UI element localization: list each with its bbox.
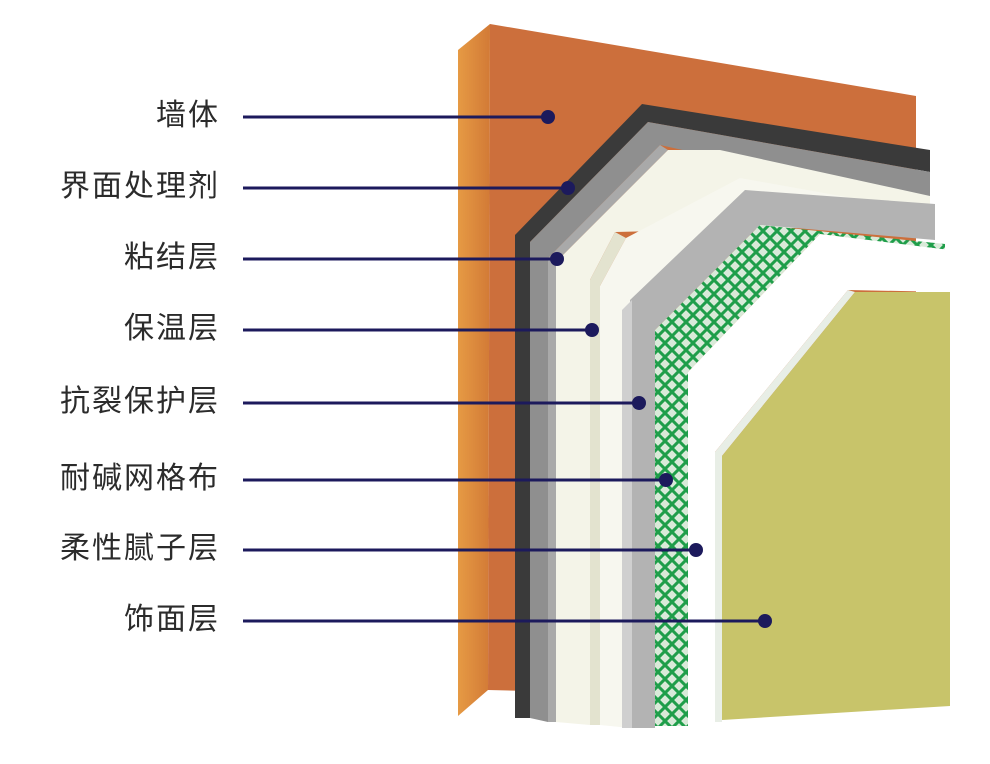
label-flexible-putty: 柔性腻子层: [60, 531, 220, 566]
label-crack-resistant: 抗裂保护层: [60, 384, 220, 419]
label-interface-agent: 界面处理剂: [60, 169, 220, 204]
leader-lines: [243, 110, 772, 628]
label-alkali-mesh: 耐碱网格布: [60, 461, 220, 496]
leader-dot-crack-resistant: [632, 396, 646, 410]
leader-dot-interface-agent: [561, 181, 575, 195]
leader-dot-wall: [541, 110, 555, 124]
leader-dot-bonding: [550, 252, 564, 266]
leader-dot-insulation: [585, 323, 599, 337]
label-bonding: 粘结层: [124, 240, 220, 275]
label-wall: 墙体: [156, 98, 220, 133]
leader-dot-alkali-mesh: [659, 473, 673, 487]
leader-dot-finish: [758, 614, 772, 628]
label-insulation: 保温层: [124, 311, 220, 346]
layer-flexible-putty: [688, 234, 950, 724]
layer-bonding: [530, 122, 930, 722]
leader-dot-flexible-putty: [689, 543, 703, 557]
label-finish: 饰面层: [124, 602, 220, 637]
layer-finish: [722, 292, 950, 720]
layer-alkali-mesh: [655, 225, 945, 726]
